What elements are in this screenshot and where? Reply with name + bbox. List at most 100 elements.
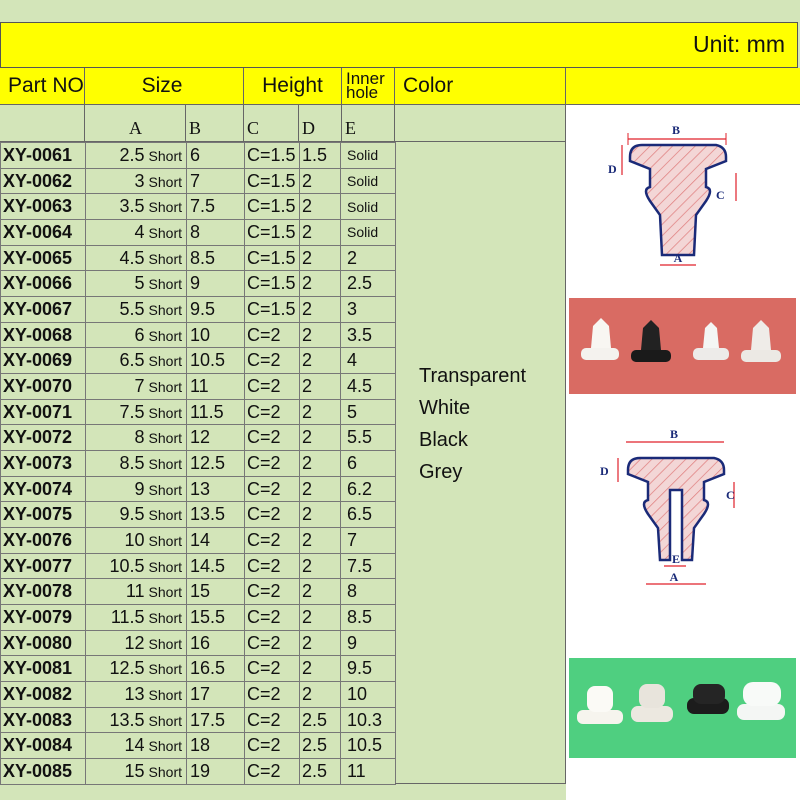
cell-part-no: XY-0077: [0, 552, 86, 580]
plug-grey: [741, 320, 781, 362]
cell-height-c: C=2: [244, 501, 300, 529]
cell-height-c: C=2: [244, 373, 300, 400]
cell-height-c: C=2: [244, 732, 300, 760]
cell-inner-hole-e: 10: [340, 681, 396, 708]
color-list: Transparent White Black Grey: [419, 360, 526, 488]
cell-size-a-value: 4.5: [119, 247, 145, 268]
cell-part-no: XY-0078: [0, 578, 86, 606]
cell-height-c: C=2: [244, 578, 300, 606]
cell-size-a-value: 8.5: [119, 452, 145, 473]
top-strip: [0, 0, 800, 22]
cell-height-c: C=1.5: [244, 296, 300, 323]
cell-height-d: 2: [299, 167, 341, 195]
plug-transparent: [693, 322, 729, 360]
cell-short-label: Short: [148, 507, 182, 524]
cell-part-no: XY-0084: [0, 732, 86, 760]
solid-plug-shape: [628, 143, 728, 257]
plug-grey-2: [631, 684, 673, 722]
dim-label-e: E: [672, 552, 680, 566]
dim-label-b2: B: [670, 427, 678, 441]
cell-height-d: 2: [299, 655, 341, 683]
dim-label-c2: C: [726, 488, 735, 502]
cell-inner-hole-e: 2.5: [340, 270, 396, 298]
cell-height-c: C=1.5: [244, 244, 300, 272]
cell-short-label: Short: [148, 686, 182, 703]
header-color: Color: [395, 68, 566, 105]
cell-height-c: C=1.5: [244, 219, 300, 246]
cell-part-no: XY-0073: [0, 450, 86, 477]
header-inner-label: Inner: [346, 69, 385, 88]
dim-label-b: B: [672, 123, 680, 137]
cell-height-c: C=2: [244, 758, 300, 785]
cell-size-b: 6: [186, 142, 245, 169]
cell-inner-hole-e: Solid: [340, 219, 396, 246]
dim-label-d: D: [608, 162, 617, 176]
cell-height-c: C=2: [244, 552, 300, 580]
cell-height-d: 2: [299, 219, 341, 246]
cell-part-no: XY-0061: [0, 142, 86, 169]
color-black: Black: [419, 429, 468, 451]
cell-part-no: XY-0063: [0, 193, 86, 221]
cell-inner-hole-e: Solid: [340, 142, 396, 169]
cell-short-label: Short: [148, 276, 182, 293]
cell-size-b: 13.5: [186, 501, 245, 529]
cell-size-b: 15: [186, 578, 245, 606]
cell-size-b: 8.5: [186, 244, 245, 272]
cell-height-d: 2: [299, 373, 341, 400]
cell-height-c: C=2: [244, 321, 300, 349]
cell-short-label: Short: [148, 455, 182, 472]
subheader-row: A B C D E: [0, 105, 566, 142]
cell-inner-hole-e: 10.3: [340, 706, 396, 734]
cell-short-label: Short: [148, 327, 182, 344]
cell-short-label: Short: [148, 250, 182, 267]
cell-short-label: Short: [148, 584, 182, 601]
cell-size-a-value: 15: [124, 760, 145, 781]
subheader-b: B: [186, 105, 244, 142]
cell-height-c: C=1.5: [244, 193, 300, 221]
cell-height-d: 2: [299, 501, 341, 529]
header-part-no: Part NO: [0, 68, 85, 105]
cell-size-a-value: 6: [134, 324, 145, 345]
cell-inner-hole-e: Solid: [340, 167, 396, 195]
cell-size-a-value: 6.5: [119, 350, 145, 371]
cell-inner-hole-e: 5.5: [340, 424, 396, 452]
dim-label-a2: A: [670, 570, 679, 584]
plug-black-2: [687, 684, 729, 714]
cell-height-d: 2: [299, 296, 341, 323]
header-hole-label: hole: [346, 83, 379, 102]
cell-part-no: XY-0065: [0, 244, 86, 272]
cell-size-a-value: 12.5: [109, 658, 145, 679]
cell-size-b: 14.5: [186, 552, 245, 580]
cell-short-label: Short: [148, 763, 182, 780]
cell-height-d: 2: [299, 398, 341, 426]
dim-label-a: A: [674, 251, 683, 265]
cell-size-a-value: 10.5: [109, 555, 145, 576]
cell-height-d: 1.5: [299, 142, 341, 169]
color-column: Transparent White Black Grey: [395, 142, 566, 784]
cell-short-label: Short: [148, 199, 182, 216]
cell-part-no: XY-0069: [0, 347, 86, 375]
cell-height-c: C=2: [244, 527, 300, 554]
cell-height-d: 2: [299, 450, 341, 477]
plug-white-2: [577, 686, 623, 724]
cell-part-no: XY-0072: [0, 424, 86, 452]
